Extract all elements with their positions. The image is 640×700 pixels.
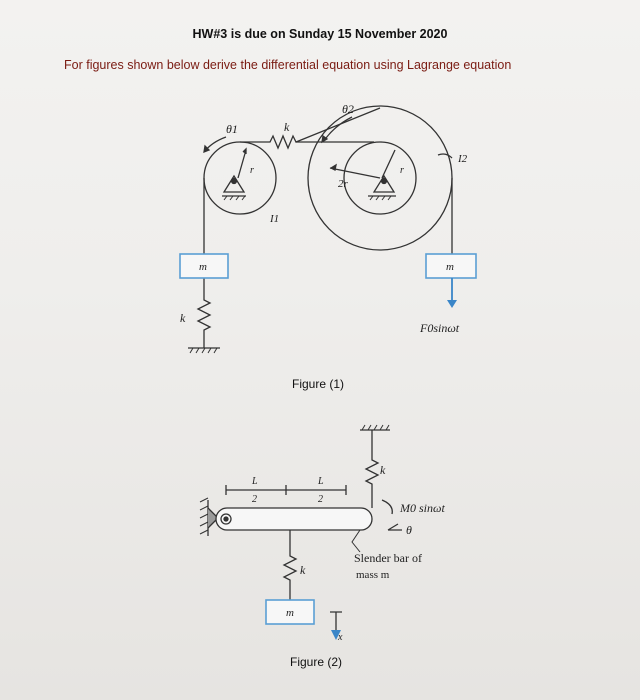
- bottom-spring: [282, 530, 298, 600]
- left-spring-label: k: [180, 311, 186, 325]
- left-spring: [196, 278, 212, 348]
- figure-2-caption: Figure (2): [290, 655, 342, 669]
- theta1-label: θ1: [226, 122, 238, 136]
- mass-right-label: m: [446, 261, 454, 273]
- top-spring: [364, 430, 380, 508]
- force-label: F0sinωt: [419, 321, 460, 335]
- page-title: HW#3 is due on Sunday 15 November 2020: [192, 27, 448, 41]
- l-left-denom: 2: [252, 494, 257, 505]
- x-label: x: [337, 632, 343, 643]
- theta2-label: θ2: [342, 102, 354, 116]
- i2-label: I2: [457, 153, 468, 165]
- two-r-line: [329, 167, 381, 179]
- right-pulley-inner: [343, 141, 417, 215]
- force-arrowhead: [447, 300, 457, 308]
- left-pulley-axle: [230, 177, 238, 185]
- instruction-text: For figures shown below derive the diffe…: [64, 58, 512, 72]
- mass-right-box: [425, 253, 477, 279]
- top-cable-spring: [240, 107, 381, 150]
- two-r-label: 2r: [338, 178, 349, 190]
- l-right-label: L: [317, 476, 324, 487]
- left-radius-line: [237, 149, 247, 179]
- moment-arrow: [381, 499, 393, 515]
- right-r-label: r: [400, 165, 404, 176]
- mass-left-box: [179, 253, 229, 279]
- left-pulley-support: [222, 174, 246, 193]
- i1-label: I1: [269, 213, 279, 225]
- left-pulley: [203, 141, 277, 215]
- moment-label: M0 sinωt: [399, 501, 445, 515]
- top-spring-k-label: k: [380, 463, 386, 477]
- bar-label-line2: mass m: [356, 569, 390, 581]
- right-radius-line: [381, 149, 396, 179]
- figure-1-caption: Figure (1): [292, 377, 344, 391]
- bar-label-line1: Slender bar of: [354, 551, 422, 565]
- theta2-arrow: [325, 116, 353, 139]
- top-spring-label: k: [284, 120, 290, 134]
- x-arrowhead: [331, 630, 341, 640]
- theta-label: θ: [406, 523, 412, 537]
- pivot: [220, 513, 232, 525]
- left-r-label: r: [250, 165, 254, 176]
- mass-label: m: [286, 607, 294, 619]
- figure-2: [199, 424, 402, 636]
- l-right-denom: 2: [318, 494, 323, 505]
- mass-box: [265, 599, 315, 625]
- right-pulley-support: [372, 174, 396, 193]
- l-left-label: L: [251, 476, 258, 487]
- bottom-spring-k-label: k: [300, 563, 306, 577]
- mass-left-label: m: [199, 261, 207, 273]
- figure-1: [188, 105, 453, 354]
- slender-bar: [215, 507, 373, 531]
